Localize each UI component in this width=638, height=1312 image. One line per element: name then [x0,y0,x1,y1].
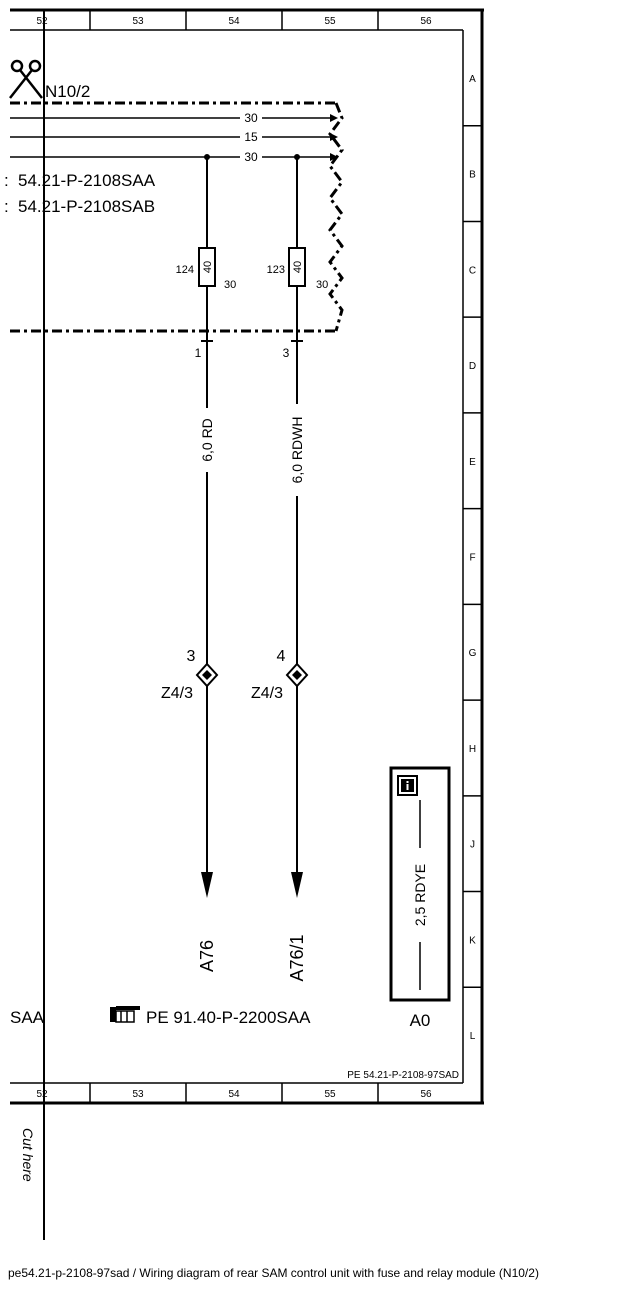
column-label-bottom: 53 [132,1089,144,1100]
cut-label: Cut here [20,1128,36,1182]
column-ruler [89,10,379,1103]
fuse-number: 124 [176,264,194,276]
ref-prefix: : [4,171,9,190]
fuse-rating: 40 [292,261,304,273]
connector-label: Z4/3 [161,685,193,702]
info-wire-label: 2,5 RDYE [412,864,428,926]
column-label-top: 55 [324,16,336,27]
connector-pin: 3 [187,648,196,665]
row-label: F [469,553,475,564]
module-ref-sab: 54.21-P-2108SAB [18,197,155,216]
frame [10,8,484,1105]
module-ref-saa: 54.21-P-2108SAA [18,171,156,190]
row-label: L [470,1031,476,1042]
connector-diamond-icon [195,662,219,688]
cross-reference[interactable]: PE 91.40-P-2200SAA [146,1008,311,1027]
column-label-bottom: 54 [228,1089,240,1100]
fuse-terminal: 30 [316,279,328,291]
bus-label-30-top: 30 [244,111,258,125]
column-label-top: 56 [420,16,432,27]
connector-diamond-icon [285,662,309,688]
row-label: D [469,361,476,372]
wire-rdwh: 6,0 RDWH 4 Z4/3 A76/1 [251,341,309,982]
module-boundary [10,101,344,333]
column-label-top: 53 [132,16,144,27]
column-label-bottom: 56 [420,1089,432,1100]
fuse-rating: 40 [202,261,214,273]
fuse-terminal: 30 [224,279,236,291]
row-label: E [469,457,476,468]
row-ruler [463,124,482,989]
fuse-pin: 1 [195,346,202,360]
pointing-hand-icon [110,1006,140,1023]
ground-label: A0 [410,1011,431,1030]
ref-fragment: SAA [10,1008,45,1027]
bus-label-15: 15 [244,130,258,144]
arrow-down-icon [201,872,213,898]
ref-prefix: : [4,197,9,216]
caption: pe54.21-p-2108-97sad / Wiring diagram of… [8,1266,539,1280]
fuse-124: 40 124 30 1 [176,157,236,360]
bus-label-30-bottom: 30 [244,150,258,164]
row-label: G [469,648,477,659]
column-label-top: 54 [228,16,240,27]
connector-label: Z4/3 [251,685,283,702]
info-icon [397,775,418,796]
fuse-123: 40 123 30 3 [267,157,328,360]
wire-label: 6,0 RD [199,418,215,462]
bus-arrowheads [330,114,338,161]
row-label: J [470,840,475,851]
sheet-id: PE 54.21-P-2108-97SAD [347,1070,459,1081]
wire-dest: A76/1 [287,934,307,981]
info-box: 2,5 RDYE [389,766,451,1002]
row-label: H [469,744,476,755]
row-label: B [469,170,476,181]
wire-label: 6,0 RDWH [289,417,305,484]
column-label-top: 52 [36,16,48,27]
wire-dest: A76 [197,940,217,972]
wire-rd: 6,0 RD 3 Z4/3 A76 [161,341,219,972]
row-label: A [469,74,476,85]
column-label-bottom: 52 [36,1089,48,1100]
bus-lines [10,117,332,158]
fuse-number: 123 [267,264,285,276]
module-name: N10/2 [45,82,90,101]
scissors-icon [9,59,43,99]
connector-pin: 4 [277,648,286,665]
row-label: K [469,935,476,946]
row-label: C [469,265,476,276]
fuse-pin: 3 [283,346,290,360]
column-label-bottom: 55 [324,1089,336,1100]
arrow-down-icon [291,872,303,898]
